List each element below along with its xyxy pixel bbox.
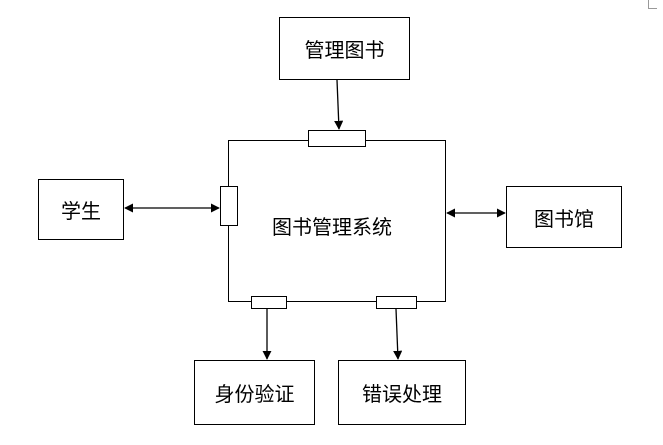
arrow-manage-to-system <box>334 79 344 130</box>
system-label: 图书管理系统 <box>272 215 392 239</box>
node-student: 学生 <box>38 179 124 240</box>
port-top <box>308 130 366 147</box>
node-auth: 身份验证 <box>194 360 315 425</box>
node-error: 错误处理 <box>338 360 466 425</box>
page-corner-mark <box>648 0 657 9</box>
node-library: 图书馆 <box>506 186 622 248</box>
node-auth-label: 身份验证 <box>214 382 295 406</box>
node-library-label: 图书馆 <box>534 206 594 231</box>
node-manage-books: 管理图书 <box>279 17 410 80</box>
node-student-label: 学生 <box>61 199 101 223</box>
port-bottom-right <box>376 296 417 309</box>
node-manage-books-label: 管理图书 <box>304 38 385 62</box>
system-frame <box>228 140 446 302</box>
node-error-label: 错误处理 <box>362 382 442 406</box>
port-bottom-left <box>251 296 287 309</box>
port-left <box>220 186 238 226</box>
arrow-system-to-error <box>393 308 403 360</box>
